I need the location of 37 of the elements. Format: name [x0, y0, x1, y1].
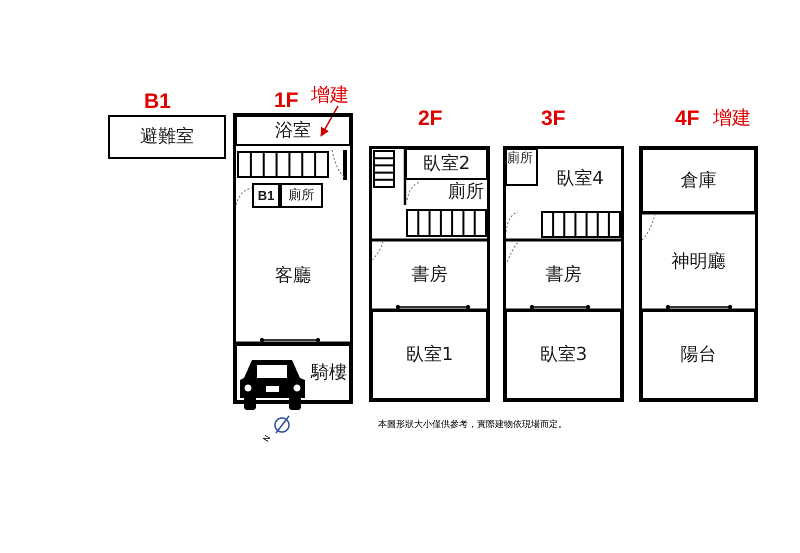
- room-box: [235, 344, 351, 402]
- room-label: 神明廳: [672, 252, 726, 270]
- annotation-label: 增建: [713, 109, 751, 128]
- room-box: [280, 183, 323, 208]
- floor-label: B1: [144, 91, 171, 112]
- room-label: 避難室: [140, 128, 194, 146]
- room-label: B1: [258, 189, 274, 202]
- compass-letter: N: [262, 434, 272, 444]
- annotation-label: 增建: [311, 86, 349, 104]
- room-label: 陽台: [680, 346, 716, 364]
- floor-label: 3F: [541, 108, 566, 129]
- note-text: 本圖形狀大小僅供參考，實際建物依現場而定。: [378, 418, 567, 431]
- room-label: 浴室: [275, 122, 311, 140]
- room-label: 臥室4: [556, 170, 604, 188]
- room-label: 騎樓: [311, 364, 347, 382]
- room-box: [252, 183, 280, 208]
- arrow: [320, 106, 339, 137]
- room-label: 書房: [412, 266, 448, 284]
- room-box: [371, 310, 488, 400]
- room-label: 廁所: [288, 189, 314, 202]
- room-box: [641, 148, 756, 213]
- room-label: 廁所: [507, 152, 533, 165]
- floor-label: 4F: [675, 108, 700, 129]
- room-label: 客廳: [275, 267, 311, 285]
- room-label: 倉庫: [680, 172, 716, 190]
- room-box: [505, 148, 538, 186]
- room-box: [505, 310, 622, 400]
- room-label: 臥室3: [540, 346, 588, 364]
- floor-label: 1F: [274, 90, 299, 111]
- floor-label: 2F: [418, 108, 443, 129]
- room-label: 廁所: [448, 183, 484, 201]
- room-label: 書房: [546, 266, 582, 284]
- room-label: 臥室1: [406, 346, 454, 364]
- room-label: 臥室2: [422, 155, 470, 173]
- room-box: [405, 148, 488, 180]
- room-box: [235, 115, 351, 146]
- room-box: [641, 310, 756, 400]
